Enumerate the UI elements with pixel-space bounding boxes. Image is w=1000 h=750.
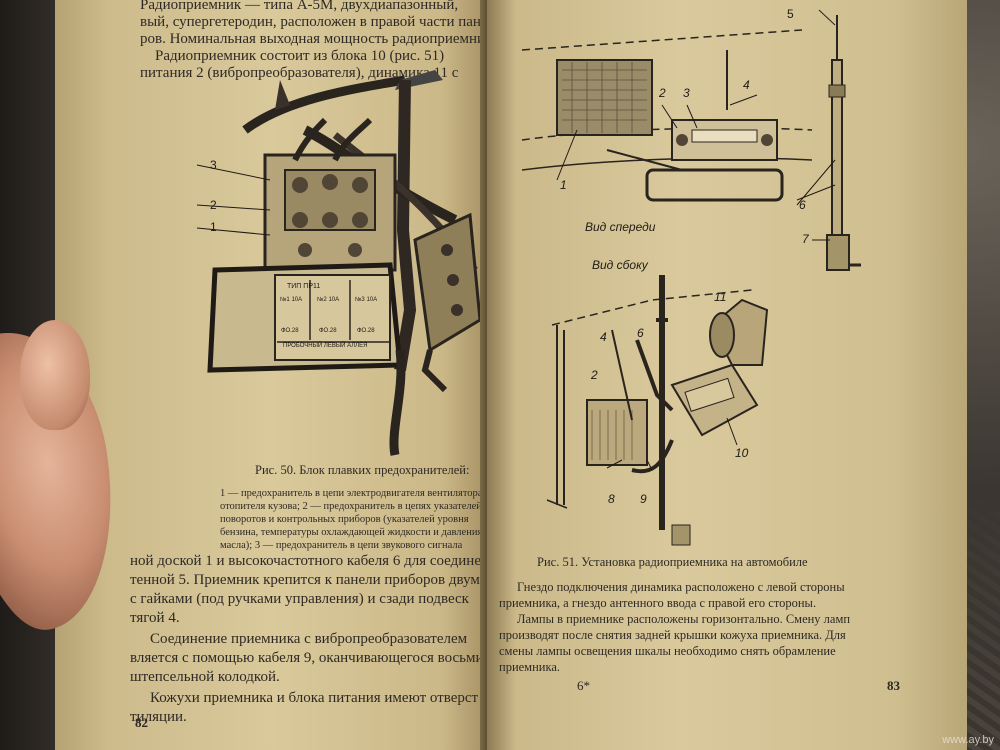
fuse-text: ФО.28: [357, 328, 375, 334]
text-line: тенной 5. Приемник крепится к панели при…: [130, 572, 487, 588]
text-line: тягой 4.: [130, 610, 180, 626]
legend-line: 1 — предохранитель в цепи электродвигате…: [220, 488, 483, 499]
figure-51-side-view: [546, 275, 769, 546]
text-line: Соединение приемника с вибропреобразоват…: [150, 631, 468, 647]
figure-51-front-view: [521, 29, 813, 202]
watermark: www.ay.by: [942, 734, 994, 746]
figure-label: 1: [210, 220, 217, 234]
text-line: вый, супергетеродин, расположен в правой…: [140, 14, 490, 30]
figure-50-fuse-block: [196, 70, 482, 456]
text-line: Кожухи приемника и блока питания имеют о…: [150, 690, 479, 706]
view-label: Вид сбоку: [592, 258, 648, 272]
text-line: вляется с помощью кабеля 9, оканчивающег…: [130, 650, 484, 666]
text-line: питания 2 (вибропреобразователя), динами…: [140, 65, 459, 81]
figure-label: 7: [802, 232, 809, 246]
figure-label: 3: [210, 158, 217, 172]
view-label: Вид спереди: [585, 220, 656, 234]
figure-label: 2: [210, 198, 217, 212]
text-line: приемника.: [499, 660, 561, 674]
text-line: Радиоприемник состоит из блока 10 (рис. …: [155, 48, 445, 64]
text-line: приемника, а гнездо антенного ввода с пр…: [499, 596, 817, 610]
fuse-text: №2 10А: [317, 297, 340, 303]
thumb: [20, 320, 90, 430]
fuse-text: №3 10А: [355, 297, 378, 303]
text-line: производят после снятия задней крышки ко…: [499, 628, 846, 642]
legend-line: масла); 3 — предохранитель в цепи звуков…: [220, 540, 463, 551]
fuse-text: ПРОБОЧНЫЙ ЛЕВЫЙ АЛЛЕЯ: [283, 343, 368, 349]
fuse-text: ФО.28: [319, 328, 337, 334]
figure-label: 2: [591, 368, 598, 382]
text-line: штепсельной колодкой.: [130, 669, 280, 685]
figure-label: 2: [659, 86, 666, 100]
text-line: ной доской 1 и высокочастотного кабеля 6…: [130, 553, 481, 569]
text-line: тиляции.: [130, 709, 187, 725]
figure-label: 8: [608, 492, 615, 506]
figure-label: 4: [743, 78, 750, 92]
text-line: Лампы в приемнике расположены горизонтал…: [517, 612, 851, 626]
figure-label: 6: [637, 326, 644, 340]
text-line: Радиоприемник — типа А-5М, двухдиапазонн…: [140, 0, 459, 13]
fuse-text: №1 10А: [280, 297, 303, 303]
figure-label: 9: [640, 492, 647, 506]
right-page: 5 2 3 4 1 6 7 Вид спереди Вид сбоку: [487, 0, 967, 750]
signature-mark: 6*: [577, 678, 590, 693]
legend-line: бензина, температуры охлаждающей жидкост…: [220, 527, 483, 538]
figure-caption: Рис. 51. Установка радиоприемника на авт…: [537, 555, 808, 569]
antenna-mast: [796, 9, 861, 271]
figure-label: 1: [560, 178, 567, 192]
page-number: 83: [887, 678, 900, 693]
figure-label: 6: [799, 198, 806, 212]
legend-line: отопителя кузова; 2 — предохранитель в ц…: [220, 501, 482, 512]
figure-label: 11: [714, 290, 727, 304]
legend-line: поворотов и контрольных приборов (указат…: [220, 514, 469, 525]
figure-label: 5: [787, 7, 794, 21]
left-page: Радиоприемник — типа А-5М, двухдиапазонн…: [55, 0, 495, 750]
figure-label: 4: [600, 330, 607, 344]
page-number: 82: [135, 715, 148, 730]
text-line: ров. Номинальная выходная мощность радио…: [140, 31, 490, 47]
fuse-text: ФО.28: [281, 328, 299, 334]
text-line: с гайками (под ручками управления) и сза…: [130, 591, 469, 607]
figure-label: 10: [735, 446, 749, 460]
fuse-text: ТИП ПР11: [287, 283, 321, 290]
figure-label: 3: [683, 86, 690, 100]
text-line: смены лампы освещения шкалы необходимо с…: [499, 644, 836, 658]
figure-caption: Рис. 50. Блок плавких предохранителей:: [255, 463, 470, 477]
text-line: Гнездо подключения динамика расположено …: [517, 580, 845, 594]
